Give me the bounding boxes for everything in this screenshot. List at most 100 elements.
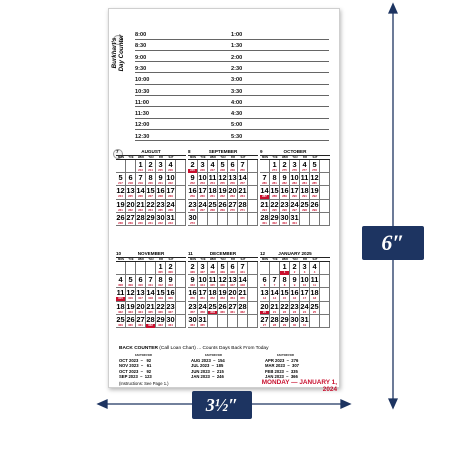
month-name: JANUARY 2025 [278,251,312,256]
day-number: 7 [272,275,277,285]
day-of-year: 365 [200,322,205,327]
day-number: 27 [260,314,269,324]
month-name: DECEMBER [209,251,237,256]
day-number: 6 [230,160,235,169]
empty-day-cell [136,262,146,276]
day-number: 30 [188,212,197,222]
day-of-year: 350 [190,296,195,301]
day-number: 2 [190,262,195,271]
day-number: 28 [146,314,155,324]
weekday-header: MON [188,258,198,262]
day-number: 31 [198,314,207,324]
day-number: 30 [166,314,175,324]
factor-line: AUG 2023 – 154 [191,358,225,363]
month-number: 9 [260,149,263,154]
day-of-year: 21 [272,309,277,314]
day-of-year: 341 [240,270,245,274]
day-number: 28 [270,314,279,324]
day-number: 29 [156,314,165,324]
day-of-year: 273 [190,220,195,225]
day-number: 4 [210,160,215,169]
day-of-year: 284 [302,181,307,186]
day-number: 18 [208,186,217,196]
day-of-year: 355 [240,296,245,301]
day-of-year: 340 [230,270,235,274]
day-of-year: 322 [118,309,123,314]
weekday-header: TUE [126,156,136,160]
day-of-year: 308 [118,283,123,288]
factor-line: JAN 2023 – 366 [265,373,298,379]
weekday-header: WED [208,258,218,262]
day-number: 22 [270,199,279,209]
day-of-year: 248 [220,168,225,172]
day-of-year: 290 [292,194,297,199]
day-of-year: 261 [210,194,215,199]
month-number: 11 [188,251,193,256]
day-number: 10 [198,275,207,285]
time-slot-left: 12:00 [135,121,231,130]
empty-day-cell [238,314,248,328]
day-number: 10 [166,173,175,183]
day-of-year: 11 [312,283,317,288]
day-of-year: 2 [293,270,296,274]
weekday-header: MON [260,258,270,262]
day-number: 16 [188,186,197,196]
day-number: 23 [290,301,299,311]
day-of-year: 256 [230,181,235,186]
month-number: 10 [116,251,122,256]
day-of-year: 252 [190,181,195,186]
empty-day-cell [228,314,238,328]
day-of-year: 8 [283,283,286,288]
day-of-year: 7 [273,283,276,288]
weekday-header: THU [146,258,156,262]
day-number: 10 [290,173,299,183]
day-of-year: 247 [210,168,215,172]
day-of-year: 15 [282,296,287,301]
day-of-year: 241 [148,220,153,225]
day-number: 27 [126,212,135,222]
day-number: 9 [282,173,287,183]
day-of-year: 344 [200,283,205,288]
weekday-header: WED [280,156,290,160]
day-of-year: 268 [210,207,215,212]
height-arrow-head-bottom [387,398,399,410]
day-of-year: 242 [158,220,163,225]
empty-day-cell [320,186,330,200]
day-of-year: 351 [200,296,205,301]
day-number: 2 [282,160,287,169]
day-of-year: 298 [302,207,307,212]
weekday-header: SAT [310,258,320,262]
day-number: 3 [200,262,205,271]
